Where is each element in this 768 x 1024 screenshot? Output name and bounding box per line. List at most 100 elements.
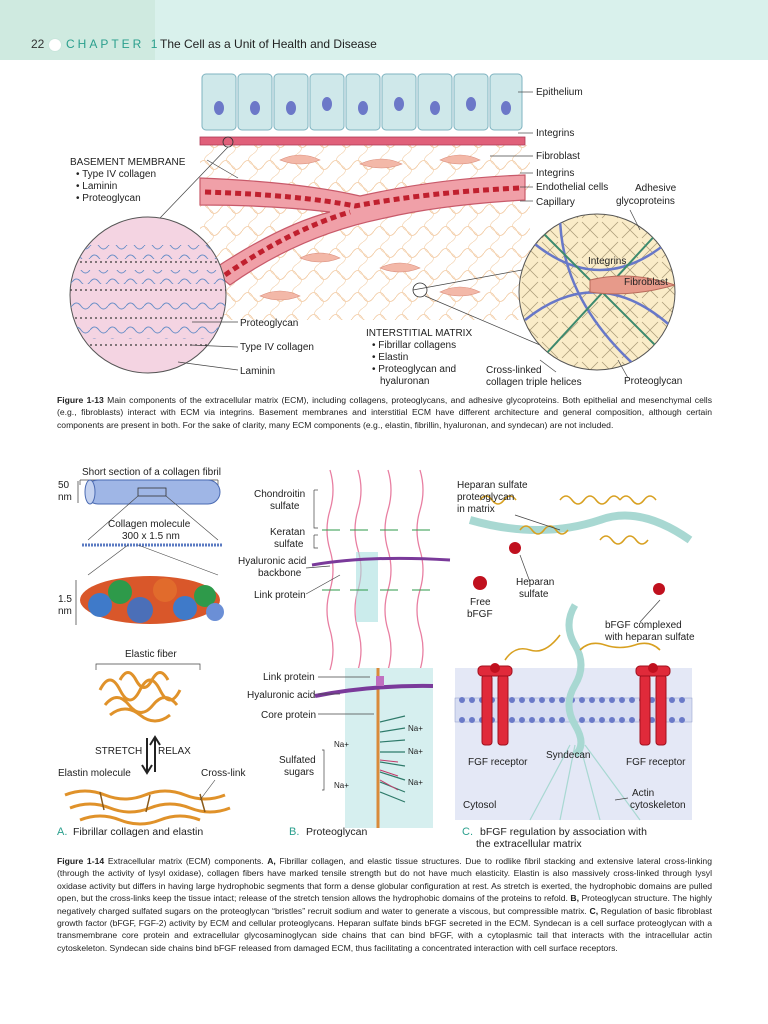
label-cytosol: Cytosol bbox=[463, 800, 496, 811]
label-bm-title: BASEMENT MEMBRANE bbox=[70, 157, 186, 168]
label-cross-linked-2: collagen triple helices bbox=[486, 377, 582, 388]
actin-cytoskeleton bbox=[529, 744, 641, 821]
caption-c-text: Regulation of basic fibroblast growth fa… bbox=[57, 905, 713, 953]
label-epithelium: Epithelium bbox=[536, 87, 583, 98]
figure-1-13-caption-text: Main components of the extracellular mat… bbox=[57, 395, 712, 430]
label-elastic-fiber: Elastic fiber bbox=[125, 649, 177, 660]
label-endothelial-cells: Endothelial cells bbox=[536, 182, 608, 193]
label-im-item-2: • Elastin bbox=[372, 352, 408, 363]
label-bm-item-2: • Laminin bbox=[76, 181, 117, 192]
figure-1-14-caption: Figure 1-14 Extracellular matrix (ECM) c… bbox=[57, 855, 712, 954]
heparan-sulfate-chains bbox=[479, 495, 661, 661]
label-ha-backbone-2: backbone bbox=[258, 568, 302, 579]
zoom-marker-interstitial bbox=[412, 282, 428, 298]
label-syndecan: Syndecan bbox=[546, 750, 590, 761]
label-cross-linked-1: Cross-linked bbox=[486, 365, 542, 376]
label-sulfated-1: Sulfated bbox=[279, 755, 316, 766]
label-heparan-pg-1: Heparan sulfate bbox=[457, 480, 528, 491]
label-keratan-2: sulfate bbox=[274, 539, 304, 550]
figure-1-13-caption: Figure 1-13 Main components of the extra… bbox=[57, 394, 712, 431]
label-short-section: Short section of a collagen fibril bbox=[82, 467, 221, 478]
label-bm-item-1: • Type IV collagen bbox=[76, 169, 156, 180]
figure-1-14-caption-label: Figure 1-14 bbox=[57, 856, 105, 866]
heparan-sulfate-proteoglycan-core bbox=[468, 511, 693, 544]
label-im-item-3b: hyaluronan bbox=[380, 376, 429, 387]
epithelium-cells bbox=[201, 73, 523, 131]
panel-c-title-2: the extracellular matrix bbox=[476, 838, 582, 850]
label-actin-2: cytoskeleton bbox=[630, 800, 686, 811]
figure-1-13-caption-label: Figure 1-13 bbox=[57, 395, 104, 405]
label-relax: RELAX bbox=[158, 746, 191, 757]
label-fgf-receptor-right: FGF receptor bbox=[626, 757, 686, 768]
stretch-arrow-icon bbox=[141, 738, 153, 775]
label-chondroitin-1: Chondroitin bbox=[254, 489, 305, 500]
label-fibroblast-circle: Fibroblast bbox=[624, 277, 668, 288]
label-integrins-mid: Integrins bbox=[536, 168, 574, 179]
label-heparan-sulfate-1: Heparan bbox=[516, 577, 554, 588]
fibroblast-cells bbox=[259, 154, 481, 301]
label-proteoglycan-left: Proteoglycan bbox=[240, 318, 298, 329]
interstitial-matrix-zoom bbox=[518, 213, 676, 371]
leader-lines-1-13 bbox=[177, 91, 641, 379]
label-actin-1: Actin bbox=[632, 788, 654, 799]
label-1-5: 1.5 bbox=[58, 594, 72, 605]
relax-arrow-icon bbox=[149, 735, 161, 772]
label-stretch: STRETCH bbox=[95, 746, 142, 757]
collagen-fibril bbox=[85, 479, 221, 505]
caption-b-text: Proteoglycan structure. The highly negat… bbox=[57, 893, 713, 916]
proteoglycan-detail-box bbox=[345, 668, 433, 828]
red-blood-cells bbox=[204, 185, 521, 209]
label-na-5: Na+ bbox=[408, 778, 423, 787]
figure-1-14-panel-a: Short section of a collagen fibril 50 nm… bbox=[57, 467, 246, 838]
label-keratan-1: Keratan bbox=[270, 527, 305, 538]
chapter-title: The Cell as a Unit of Health and Disease bbox=[160, 37, 377, 51]
figure-1-14-panel-b: Chondroitin sulfate Keratan sulfate Hyal… bbox=[238, 469, 451, 838]
label-link-protein-top: Link protein bbox=[254, 590, 306, 601]
keratan-chains bbox=[322, 529, 430, 591]
label-complexed-1: bFGF complexed bbox=[605, 620, 682, 631]
label-im-item-1: • Fibrillar collagens bbox=[372, 340, 456, 351]
panel-a-title: Fibrillar collagen and elastin bbox=[73, 826, 203, 838]
label-cross-link: Cross-link bbox=[201, 768, 246, 779]
syndecan-core bbox=[565, 603, 585, 758]
hyaluronic-acid-backbone bbox=[311, 556, 451, 567]
label-50: 50 bbox=[58, 480, 70, 491]
stretched-elastin bbox=[64, 789, 231, 826]
label-na-3: Na+ bbox=[408, 747, 423, 756]
label-im-item-3: • Proteoglycan and bbox=[372, 364, 456, 375]
panel-b-letter: B. bbox=[289, 826, 299, 838]
label-heparan-sulfate-2: sulfate bbox=[519, 589, 549, 600]
caption-c-label: C, bbox=[589, 905, 599, 916]
label-sulfated-2: sugars bbox=[284, 767, 314, 778]
label-heparan-pg-2: proteoglycan bbox=[457, 492, 514, 503]
figure-1-14-caption-text: Extracellular matrix (ECM) components. bbox=[107, 856, 264, 866]
label-na-2: Na+ bbox=[334, 740, 349, 749]
bfgf-molecules bbox=[473, 542, 665, 673]
page-number: 22 bbox=[31, 37, 45, 51]
capillary bbox=[199, 174, 526, 286]
label-elastin-molecule: Elastin molecule bbox=[58, 768, 131, 779]
sulfated-sugar-chains bbox=[379, 715, 406, 803]
caption-b-label: B, bbox=[570, 893, 579, 904]
red-blood-cells-branch bbox=[223, 209, 351, 278]
fgf-receptors bbox=[477, 665, 671, 746]
label-link-protein: Link protein bbox=[263, 672, 315, 683]
label-bm-item-3: • Proteoglycan bbox=[76, 193, 141, 204]
label-fgf-receptor-left: FGF receptor bbox=[468, 757, 528, 768]
basement-membrane-zoom bbox=[69, 216, 227, 374]
label-fibroblast: Fibroblast bbox=[536, 151, 580, 162]
panel-c-letter: C. bbox=[462, 826, 473, 838]
label-core-protein: Core protein bbox=[261, 710, 316, 721]
header-tab bbox=[0, 0, 155, 60]
label-na-4: Na+ bbox=[334, 781, 349, 790]
label-im-title: INTERSTITIAL MATRIX bbox=[366, 328, 472, 339]
basement-membrane-band bbox=[199, 136, 526, 146]
chapter-label: CHAPTER 1 bbox=[66, 37, 161, 51]
collagen-triple-helix-model bbox=[80, 576, 224, 624]
label-adhesive-1: Adhesive bbox=[635, 183, 677, 194]
elastic-fiber-tangle bbox=[98, 671, 182, 723]
panel-b-title: Proteoglycan bbox=[306, 826, 367, 838]
label-chondroitin-2: sulfate bbox=[270, 501, 300, 512]
label-free-bfgf-2: bFGF bbox=[467, 609, 493, 620]
